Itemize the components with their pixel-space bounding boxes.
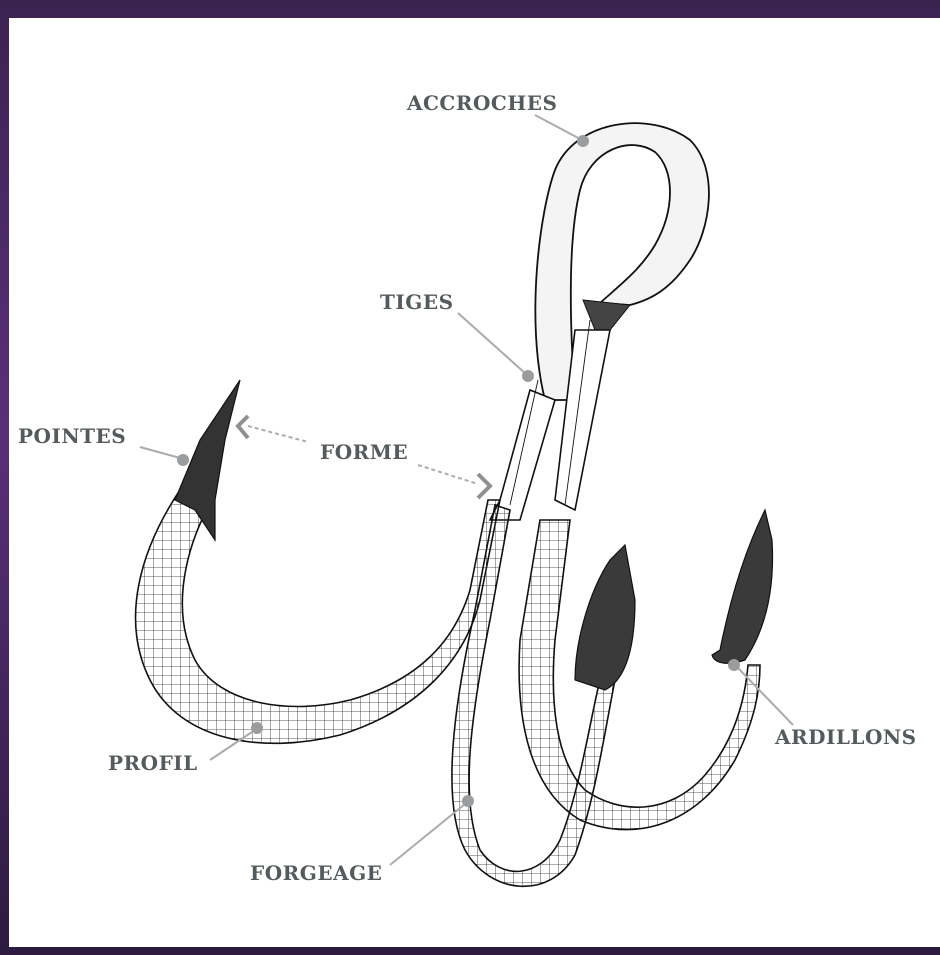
- label-forme: FORME: [320, 440, 408, 464]
- arrow-head-icon: [478, 474, 490, 498]
- label-accroches: ACCROCHES: [406, 91, 557, 115]
- leader-accroches: [535, 115, 589, 147]
- label-profil: PROFIL: [108, 751, 198, 775]
- leader-tiges: [458, 313, 534, 382]
- hook-eye: [535, 123, 709, 400]
- label-ardillons: ARDILLONS: [774, 725, 917, 749]
- label-forgeage: FORGEAGE: [250, 861, 382, 885]
- treble-hook-illustration: [136, 123, 773, 886]
- arrow-head-icon: [238, 416, 248, 438]
- label-pointes: POINTES: [18, 424, 126, 448]
- hook-arm-left: [136, 380, 500, 743]
- leader-pointes: [140, 447, 189, 466]
- label-tiges: TIGES: [380, 290, 454, 314]
